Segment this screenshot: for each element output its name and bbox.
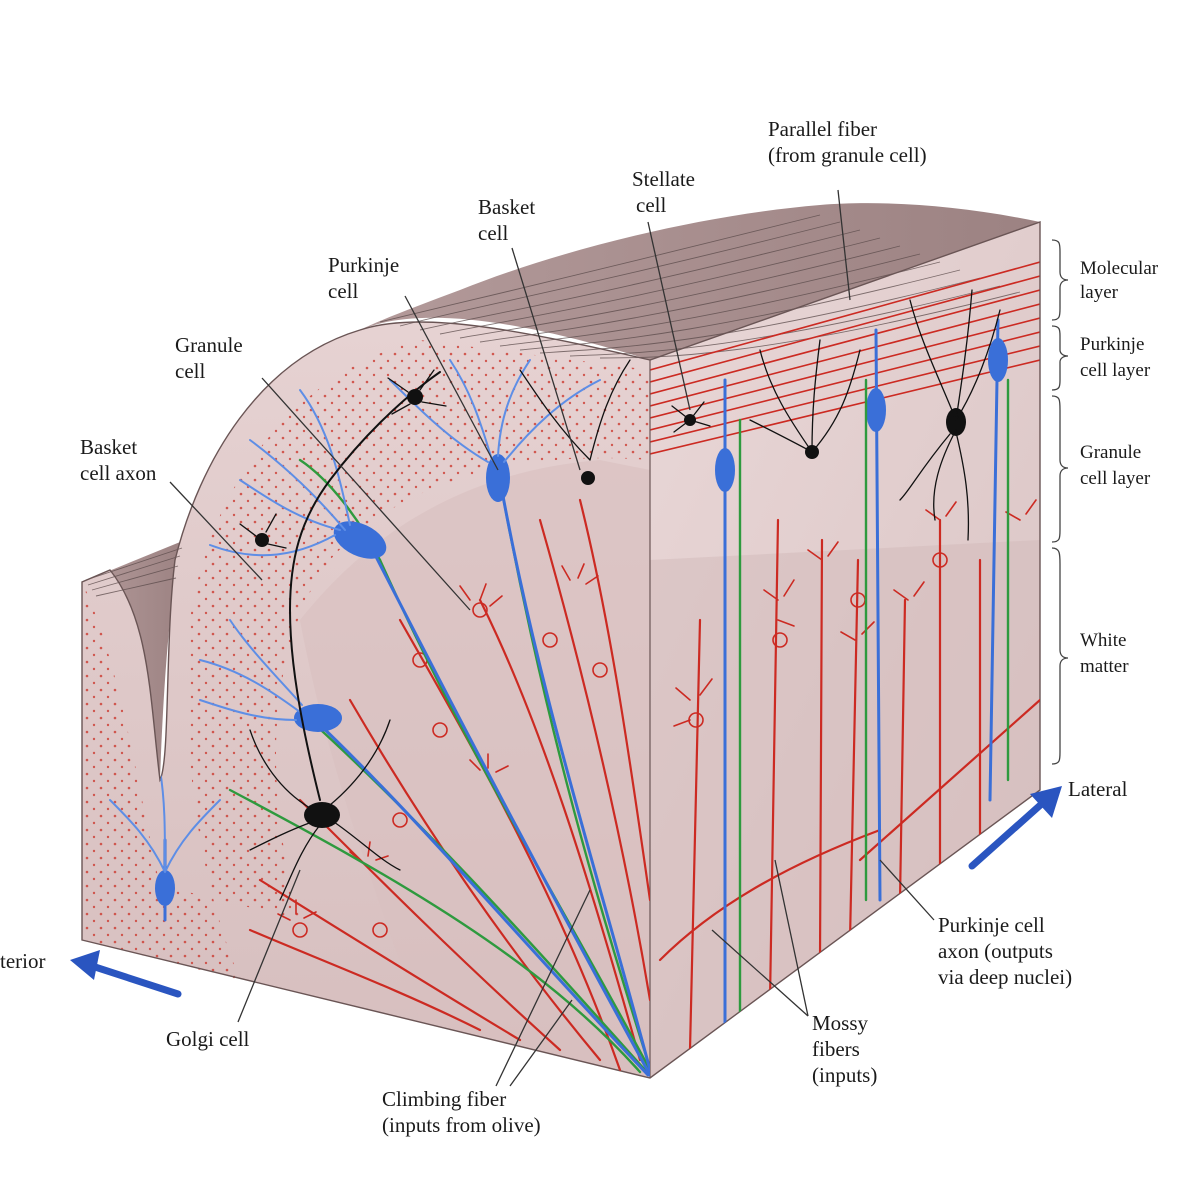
- layer-granule-sub: cell layer: [1080, 468, 1151, 489]
- layer-molecular-sub: layer: [1080, 282, 1119, 303]
- black-cells-front: [239, 359, 631, 901]
- side-white-matter: [650, 540, 1040, 1078]
- black-cells-side: [671, 289, 1001, 541]
- label-anterior: terior: [0, 949, 45, 973]
- label-pc-axon-sub: axon (outputs: [938, 939, 1053, 963]
- layer-granule: Granule: [1080, 442, 1141, 463]
- label-basket: Basket: [478, 195, 535, 219]
- leader-lines: [169, 189, 935, 1087]
- mossy-fibers-front: [248, 498, 650, 1072]
- label-basket-axon: Basket: [80, 435, 137, 459]
- side-neurons: [658, 289, 1040, 1052]
- label-parallel-fiber-sub: (from granule cell): [768, 143, 927, 167]
- label-stellate-sub: cell: [636, 193, 666, 217]
- label-mossy: Mossy: [812, 1011, 869, 1035]
- label-stellate: Stellate: [632, 167, 695, 191]
- mossy-fibers-side: [658, 499, 1040, 1052]
- bracket-purkinje: [1051, 325, 1069, 391]
- label-purkinje-sub: cell: [328, 279, 358, 303]
- left-slab-top: [82, 540, 185, 780]
- layer-purkinje: Purkinje: [1080, 334, 1144, 355]
- label-climbing-sub: (inputs from olive): [382, 1113, 541, 1137]
- left-slab-strata: [85, 547, 183, 597]
- label-purkinje: Purkinje: [328, 253, 399, 277]
- granule-dots-front: [82, 340, 650, 980]
- layer-molecular: Molecular: [1080, 258, 1159, 279]
- mossy-rosettes-front: [277, 563, 608, 938]
- anterior-arrow: [70, 950, 182, 998]
- label-climbing: Climbing fiber: [382, 1087, 506, 1111]
- label-pc-axon: Purkinje cell: [938, 913, 1045, 937]
- lateral-arrow: [968, 786, 1062, 870]
- layer-white-matter-sub: matter: [1080, 656, 1129, 677]
- purkinje-cells-front: [109, 359, 650, 1077]
- bracket-granule: [1051, 395, 1069, 543]
- label-golgi: Golgi cell: [166, 1027, 250, 1051]
- block-outline: [81, 221, 1041, 1079]
- layer-white-matter: White: [1080, 630, 1126, 651]
- tissue-block: [81, 203, 1041, 1079]
- label-lateral: Lateral: [1068, 777, 1128, 801]
- side-parallel-fibers: [650, 261, 1040, 455]
- purkinje-cells-side: [715, 318, 1010, 1042]
- label-mossy-sub2: (inputs): [812, 1063, 877, 1087]
- bracket-molecular: [1051, 239, 1069, 321]
- layer-brackets: [1051, 239, 1069, 765]
- label-basket-axon-sub: cell axon: [80, 461, 157, 485]
- label-granule-sub: cell: [175, 359, 205, 383]
- front-white-matter: [300, 460, 650, 1078]
- top-strata: [379, 214, 1021, 359]
- layer-purkinje-sub: cell layer: [1080, 360, 1151, 381]
- label-parallel-fiber: Parallel fiber: [768, 117, 877, 141]
- label-mossy-sub: fibers: [812, 1037, 860, 1061]
- labels: Parallel fiber (from granule cell) Stell…: [0, 117, 1159, 1137]
- front-neurons: [109, 359, 650, 1077]
- label-pc-axon-sub2: via deep nuclei): [938, 965, 1072, 989]
- label-basket-sub: cell: [478, 221, 508, 245]
- bracket-white-matter: [1051, 547, 1069, 765]
- label-granule: Granule: [175, 333, 243, 357]
